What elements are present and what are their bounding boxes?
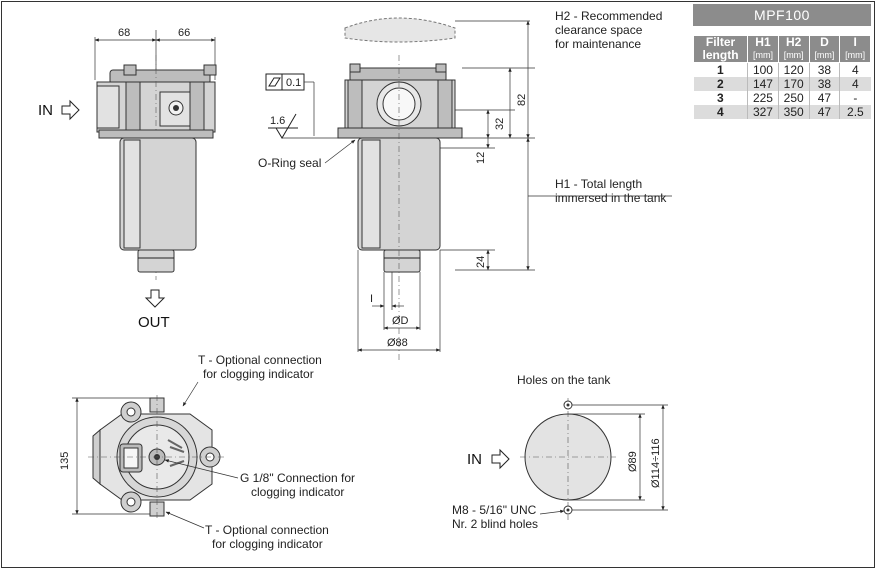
- holes-title: Holes on the tank: [517, 373, 611, 387]
- out-arrow-icon: [144, 289, 166, 308]
- table-cell: 327: [747, 105, 779, 119]
- header-h1: H1[mm]: [747, 35, 779, 63]
- g-line1: G 1/8" Connection for: [240, 471, 355, 485]
- t-top-line1: T - Optional connection: [198, 353, 322, 367]
- roughness-value: 1.6: [270, 115, 285, 127]
- t-top-line2: for clogging indicator: [203, 367, 314, 381]
- table-cell: 350: [777, 105, 810, 119]
- h1-label-line1: H1 - Total length: [555, 177, 642, 191]
- dim-32: 32: [494, 118, 506, 130]
- dim-i: I: [370, 293, 373, 305]
- holes-in-arrow-icon: [491, 448, 510, 470]
- g-line2: clogging indicator: [251, 485, 344, 499]
- front-dim-right: 66: [178, 27, 190, 39]
- dim-88: Ø88: [387, 337, 408, 349]
- h2-label-line1: H2 - Recommended: [555, 9, 662, 23]
- holes-view: Holes on the tank IN Ø89 Ø114÷116 M8 - 5…: [452, 373, 668, 531]
- oring-label: O-Ring seal: [258, 156, 321, 170]
- h1-label-line2: immersed in the tank: [555, 191, 667, 205]
- flatness-value: 0.1: [286, 77, 301, 89]
- front-view: 68 66 IN OUT: [38, 27, 217, 331]
- table-cell: 2: [693, 77, 748, 91]
- dim-12: 12: [475, 152, 487, 164]
- dim-114: Ø114÷116: [650, 438, 662, 488]
- header-i: I[mm]: [839, 35, 871, 63]
- table-row: 4 327 350 47 2.5: [693, 105, 871, 119]
- table-row: 1 100 120 38 4: [693, 62, 871, 77]
- table-cell: 47: [808, 91, 840, 105]
- table-cell: 4: [839, 77, 871, 91]
- table-cell: -: [839, 91, 871, 105]
- dim-24: 24: [475, 256, 487, 268]
- top-view: T - Optional connection for clogging ind…: [59, 353, 355, 551]
- table-cell: 250: [777, 91, 810, 105]
- table-row: 2 147 170 38 4: [693, 77, 871, 91]
- table-cell: 38: [808, 62, 840, 77]
- side-view: H2 - Recommended clearance space for mai…: [258, 9, 672, 360]
- h2-label-line3: for maintenance: [555, 37, 641, 51]
- header-h2: H2[mm]: [777, 35, 810, 63]
- table-cell: 38: [808, 77, 840, 91]
- holes-in-label: IN: [467, 451, 482, 468]
- table-cell: 4: [693, 105, 748, 119]
- table-cell: 170: [777, 77, 810, 91]
- front-in-label: IN: [38, 102, 53, 119]
- spec-table-title: MPF100: [693, 4, 871, 26]
- front-out-label: OUT: [138, 314, 170, 331]
- table-cell: 225: [747, 91, 779, 105]
- table-cell: 3: [693, 91, 748, 105]
- table-cell: 47: [808, 105, 840, 119]
- table-cell: 2.5: [839, 105, 871, 119]
- m8-line1: M8 - 5/16" UNC: [452, 503, 537, 517]
- table-cell: 1: [693, 62, 748, 77]
- dim-135: 135: [59, 452, 71, 470]
- dim-82: 82: [516, 94, 528, 106]
- table-cell: 147: [747, 77, 779, 91]
- table-cell: 4: [839, 62, 871, 77]
- t-bot-line1: T - Optional connection: [205, 523, 329, 537]
- table-cell: 120: [777, 62, 810, 77]
- table-cell: 100: [747, 62, 779, 77]
- t-bot-line2: for clogging indicator: [212, 537, 323, 551]
- in-arrow-icon: [61, 99, 80, 121]
- header-d: D[mm]: [808, 35, 841, 63]
- h2-label-line2: clearance space: [555, 23, 643, 37]
- front-dim-left: 68: [118, 27, 130, 39]
- m8-line2: Nr. 2 blind holes: [452, 517, 538, 531]
- dim-d: ØD: [392, 315, 409, 327]
- table-row: 3 225 250 47 -: [693, 91, 871, 105]
- dim-89: Ø89: [627, 451, 639, 472]
